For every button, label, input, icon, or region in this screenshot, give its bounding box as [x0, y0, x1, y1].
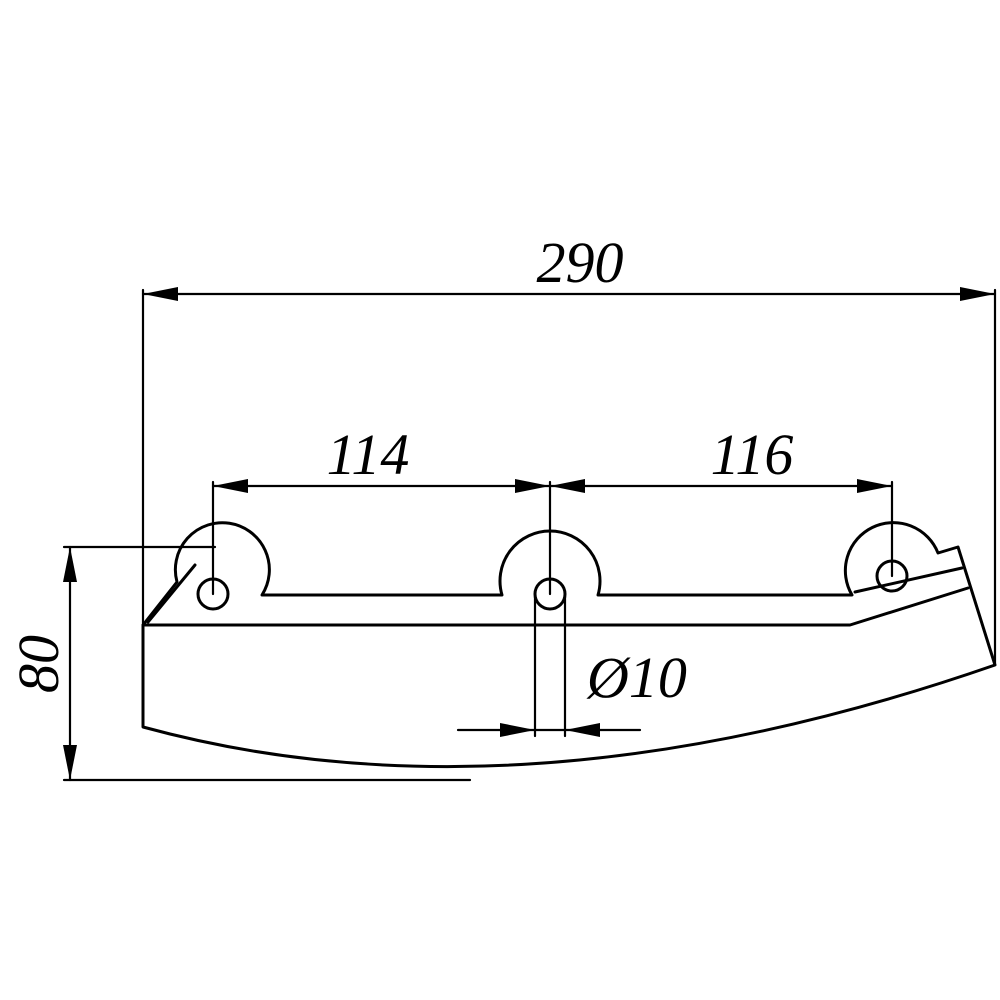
dimension-hole-spacing: 114 116 [211, 422, 894, 596]
dimension-overall-length: 290 [141, 230, 997, 729]
dimension-hole-diameter: Ø10 [456, 592, 687, 738]
upper-edge-line [141, 586, 970, 627]
mounting-holes [196, 559, 909, 611]
hole-spacing-left-label: 114 [327, 422, 410, 487]
hole-diameter-label: Ø10 [586, 645, 687, 710]
hole-spacing-right-label: 116 [711, 422, 794, 487]
dimension-height: 80 [6, 545, 472, 782]
height-label: 80 [6, 635, 71, 693]
end-chamfer-line [853, 566, 964, 594]
blade-outline [141, 521, 997, 769]
bevel-line [146, 563, 197, 624]
blade-part [141, 521, 997, 769]
overall-length-label: 290 [537, 230, 624, 295]
